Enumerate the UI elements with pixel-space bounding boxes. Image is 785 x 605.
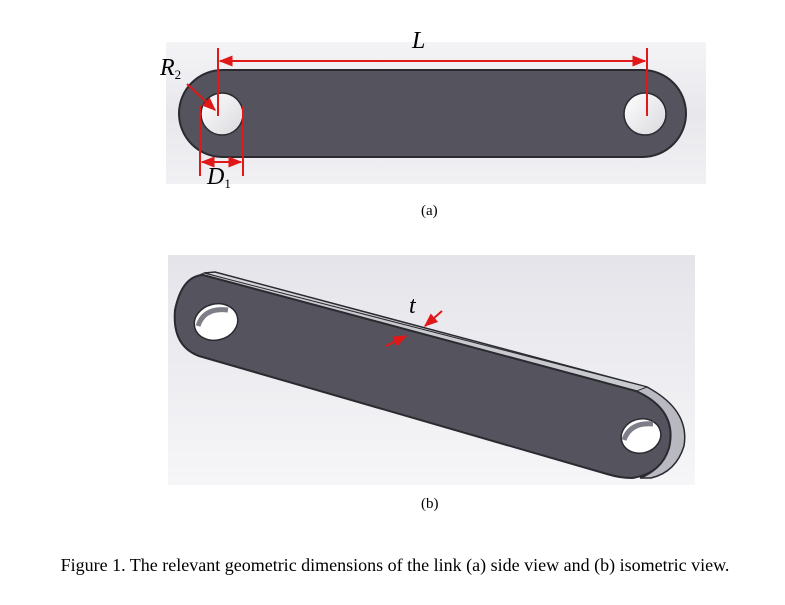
length-dimension	[217, 48, 648, 116]
radius-dimension	[186, 83, 217, 111]
radius-label-subscript: 2	[174, 67, 182, 82]
radius-label: R2	[160, 55, 181, 83]
link-side-body	[178, 69, 687, 158]
iso-right-hole-bore	[621, 421, 654, 441]
figure-caption: Figure 1. The relevant geometric dimensi…	[60, 555, 730, 575]
diameter-label-subscript: 1	[224, 176, 231, 191]
thickness-dimension	[385, 310, 443, 347]
diameter-label: D1	[207, 164, 231, 192]
subcaption-b: (b)	[421, 496, 439, 512]
radius-label-letter: R	[160, 55, 175, 81]
iso-left-hole-bore	[195, 307, 229, 327]
subcaption-a: (a)	[421, 203, 438, 219]
length-label: L	[412, 28, 426, 54]
thickness-label: t	[409, 293, 416, 319]
diameter-dimension	[199, 106, 244, 176]
link-iso-face	[173, 273, 672, 480]
right-pin-hole	[623, 92, 667, 136]
diameter-label-letter: D	[207, 164, 225, 190]
left-pin-hole	[200, 92, 244, 136]
